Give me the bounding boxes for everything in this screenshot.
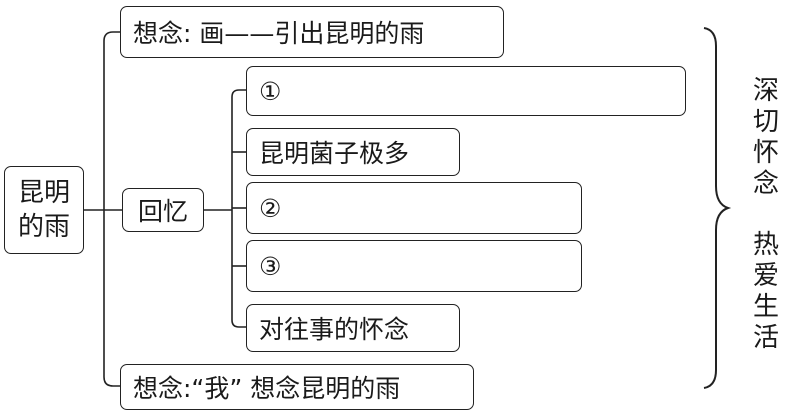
memory-item-4-label: ③ — [259, 251, 282, 281]
memory-item-2-label: 昆明菌子极多 — [259, 139, 410, 168]
memory-item-2: 昆明菌子极多 — [246, 128, 460, 176]
summary-brace — [703, 27, 732, 389]
bottom-branch-label: 想念:“我” 想念昆明的雨 — [133, 374, 401, 403]
memory-item-4: ③ — [246, 240, 582, 292]
top-branch-node: 想念: 画——引出昆明的雨 — [120, 6, 504, 58]
memory-label: 回忆 — [137, 197, 188, 226]
memory-item-3: ② — [246, 182, 582, 234]
summary-text-2: 热爱生活 — [752, 230, 779, 353]
summary-text-1: 深切怀念 — [752, 76, 779, 199]
top-branch-label: 想念: 画——引出昆明的雨 — [133, 19, 425, 48]
memory-item-1: ① — [246, 66, 686, 116]
memory-item-3-label: ② — [259, 193, 282, 223]
memory-item-5: 对往事的怀念 — [246, 304, 460, 352]
root-node: 昆明 的雨 — [4, 166, 84, 254]
bottom-branch-node: 想念:“我” 想念昆明的雨 — [120, 364, 474, 410]
root-line-1: 昆明 — [17, 178, 70, 208]
memory-node: 回忆 — [122, 188, 204, 232]
root-line-2: 的雨 — [17, 212, 70, 242]
memory-item-5-label: 对往事的怀念 — [259, 315, 410, 344]
memory-item-1-label: ① — [259, 76, 282, 106]
main-trunk — [103, 31, 120, 387]
